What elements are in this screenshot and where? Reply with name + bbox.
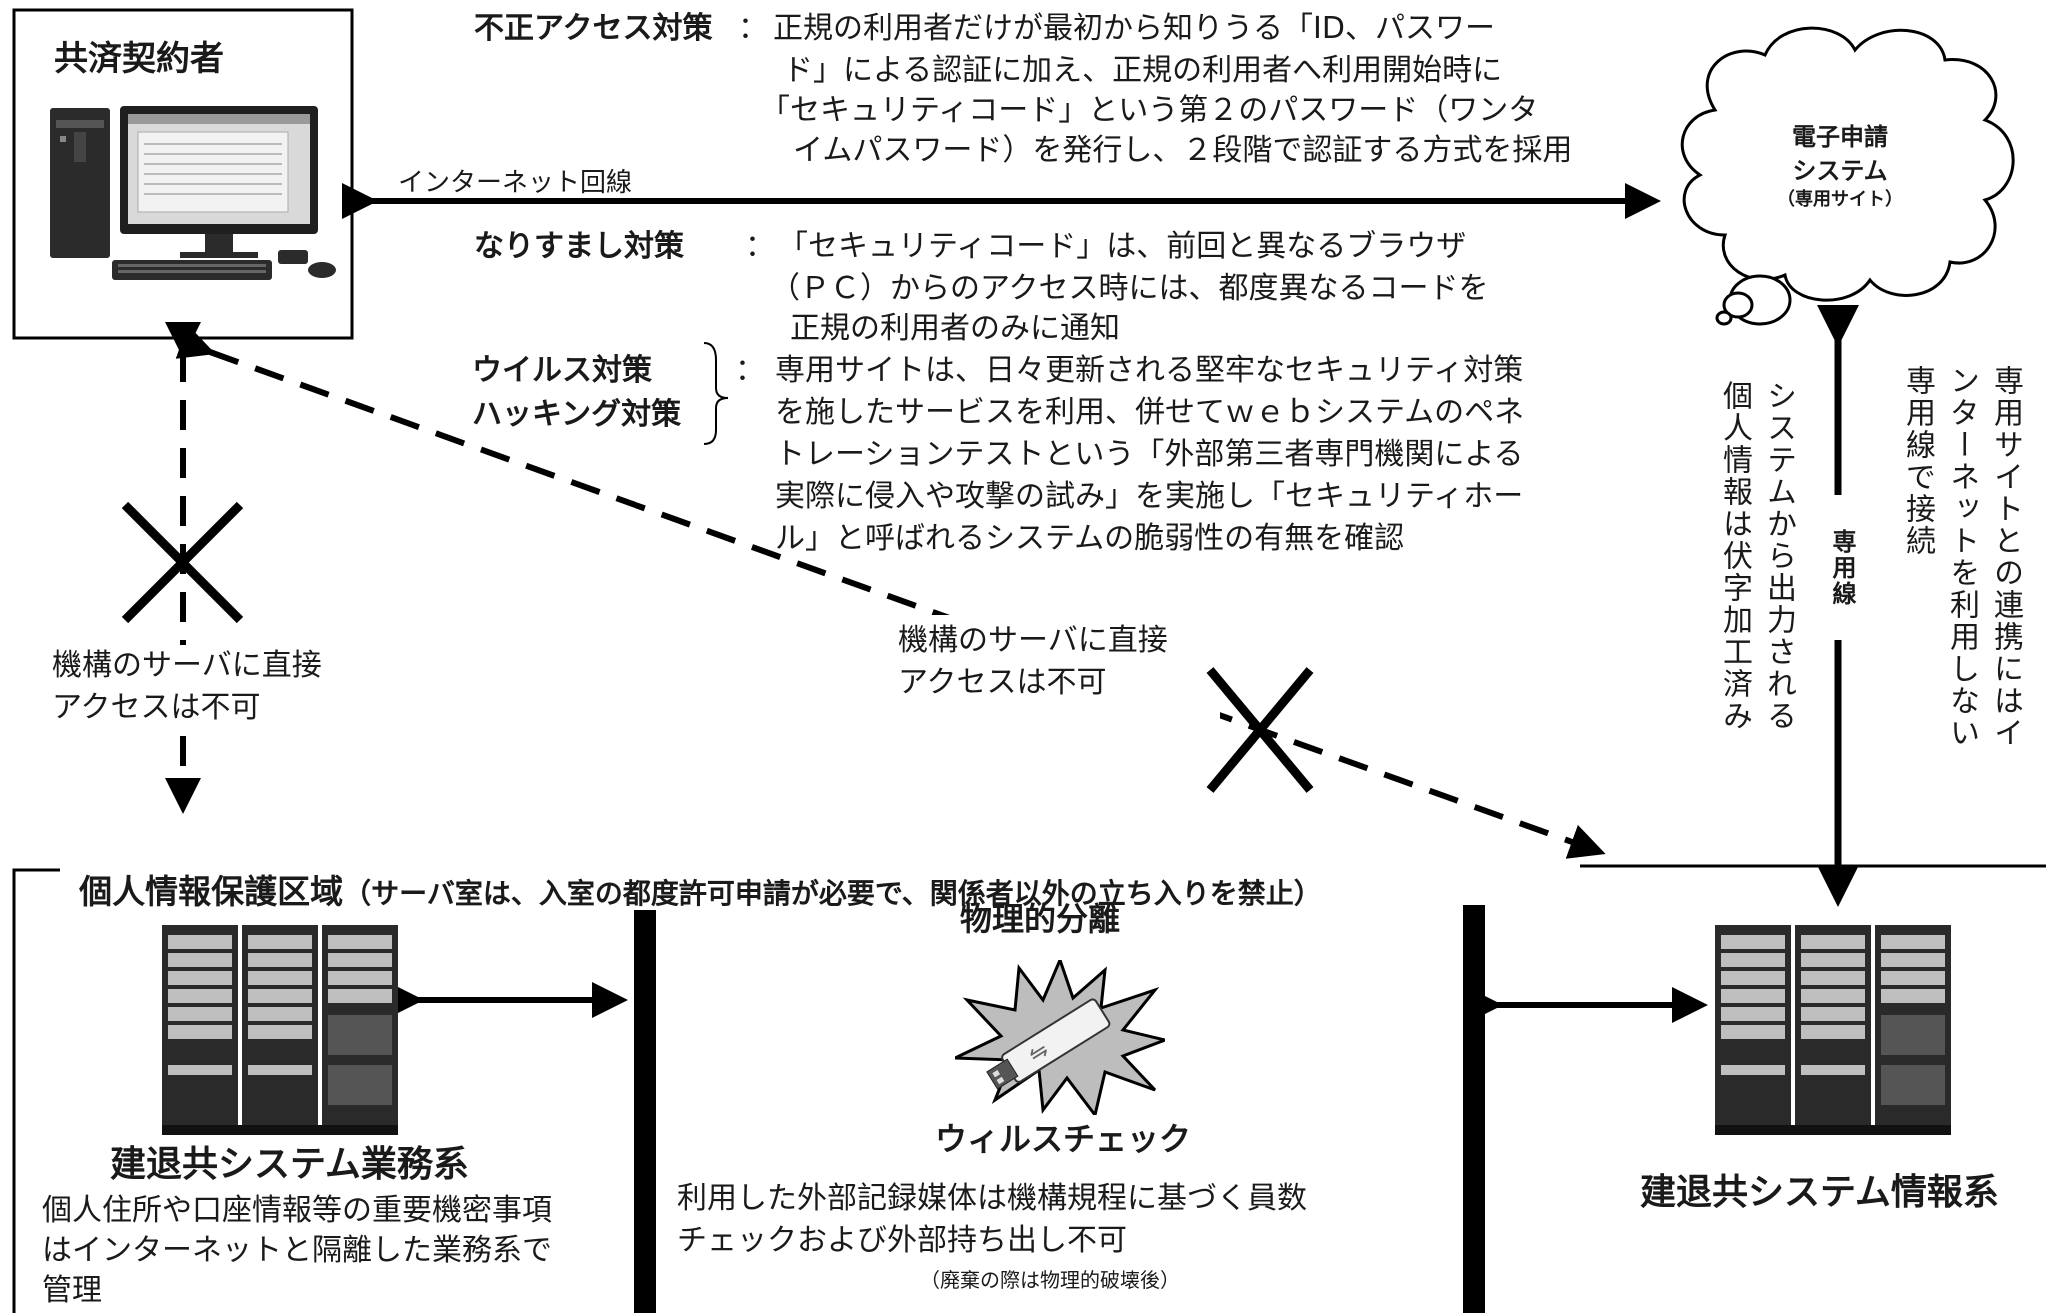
spoof-line-1: 「セキュリティコード」は、前回と異なるブラウザ <box>778 229 1467 264</box>
internet-label: インターネット回線 <box>398 168 633 198</box>
block-x-mid <box>1206 667 1314 793</box>
masked-note: システムから出力される個人情報は伏字加工済み <box>1717 380 1796 732</box>
separation-bar-right <box>1463 905 1485 1313</box>
virus-line-2: を施したサービスを利用、併せてｗｅｂシステムのペネ <box>775 395 1525 430</box>
bracket <box>703 342 729 445</box>
cloud-shape <box>1680 26 2015 326</box>
virus-label: ウイルス対策 <box>472 353 652 388</box>
separation-bar-left <box>634 910 656 1313</box>
business-title: 建退共システム業務系 <box>110 1144 469 1185</box>
unauth-line-3: 「セキュリティコード」という第２のパスワード（ワンタ <box>760 93 1539 128</box>
business-desc-1: 個人住所や口座情報等の重要機密事項 <box>42 1193 552 1228</box>
usb-drive-icon: ⇋ <box>955 960 1165 1115</box>
dedicated-line-label: 専用線 <box>1820 525 1864 611</box>
server-rack-icon <box>162 925 398 1135</box>
spoof-line-2: （ＰＣ）からのアクセス時には、都度異なるコードを <box>770 271 1489 306</box>
no-access-note-left: 機構のサーバに直接 アクセスは不可 <box>52 645 322 729</box>
unauth-colon: ： <box>738 11 768 46</box>
member-title: 共済契約者 <box>54 39 224 79</box>
zone-border-left <box>12 868 60 1313</box>
unauth-line-2: ド」による認証に加え、正規の利用者へ利用開始時に <box>783 53 1503 88</box>
unauth-line-1: 正規の利用者だけが最初から知りうる「ID、パスワー <box>773 11 1495 46</box>
cloud-line1: 電子申請 <box>1792 123 1888 151</box>
spoof-colon: ： <box>745 229 775 264</box>
info-title: 建退共システム情報系 <box>1640 1172 1999 1213</box>
no-access-note-mid: 機構のサーバに直接 アクセスは不可 <box>898 623 1168 700</box>
business-desc-3: 管理 <box>42 1273 102 1308</box>
cloud-line2: システム <box>1792 157 1888 185</box>
virus-line-5: ル」と呼ばれるシステムの脆弱性の有無を確認 <box>775 521 1405 556</box>
disposal-note: （廃棄の際は物理的破壊後） <box>920 1268 1180 1292</box>
zone-subtitle: （サーバ室は、入室の都度許可申請が必要で、関係者以外の立ち入りを禁止） <box>343 877 1322 910</box>
dashed-arrow-diagonal <box>175 324 1606 859</box>
desktop-computer-icon <box>50 106 336 280</box>
virus-line-3: トレーションテストという「外部第三者専門機関による <box>775 437 1524 472</box>
business-desc-2: はインターネットと隔離した業務系で <box>42 1233 552 1268</box>
server-rack-icon <box>1715 925 1951 1135</box>
media-note-1: 利用した外部記録媒体は機構規程に基づく員数 <box>677 1181 1307 1216</box>
cloud-label: 電子申請 システム （専用サイト） <box>1740 120 1940 212</box>
media-note-2: チェックおよび外部持ち出し不可 <box>677 1223 1127 1258</box>
zone-title: 個人情報保護区域 <box>79 872 344 911</box>
virus-line-1: 専用サイトは、日々更新される堅牢なセキュリティ対策 <box>775 353 1524 388</box>
virus-line-4: 実際に侵入や攻撃の試み」を実施し「セキュリティホー <box>775 479 1524 514</box>
unauth-line-4: イムパスワード）を発行し、２段階で認証する方式を採用 <box>793 133 1573 168</box>
cloud-line3: （専用サイト） <box>1777 189 1903 210</box>
spoof-label: なりすまし対策 <box>474 229 684 264</box>
spoof-line-3: 正規の利用者のみに通知 <box>790 311 1120 346</box>
block-x-left <box>121 501 244 624</box>
virus-colon: ： <box>735 353 765 388</box>
virus-check-label: ウィルスチェック <box>935 1120 1192 1158</box>
zone-header: 個人情報保護区域（サーバ室は、入室の都度許可申請が必要で、関係者以外の立ち入りを… <box>68 846 1322 913</box>
hacking-label: ハッキング対策 <box>472 397 682 432</box>
unauth-label: 不正アクセス対策 <box>474 11 713 46</box>
no-internet-note: 専用サイトとの連携にはインターネットを利用しない専用線で接続 <box>1900 365 2023 749</box>
separation-label: 物理的分離 <box>960 900 1121 938</box>
